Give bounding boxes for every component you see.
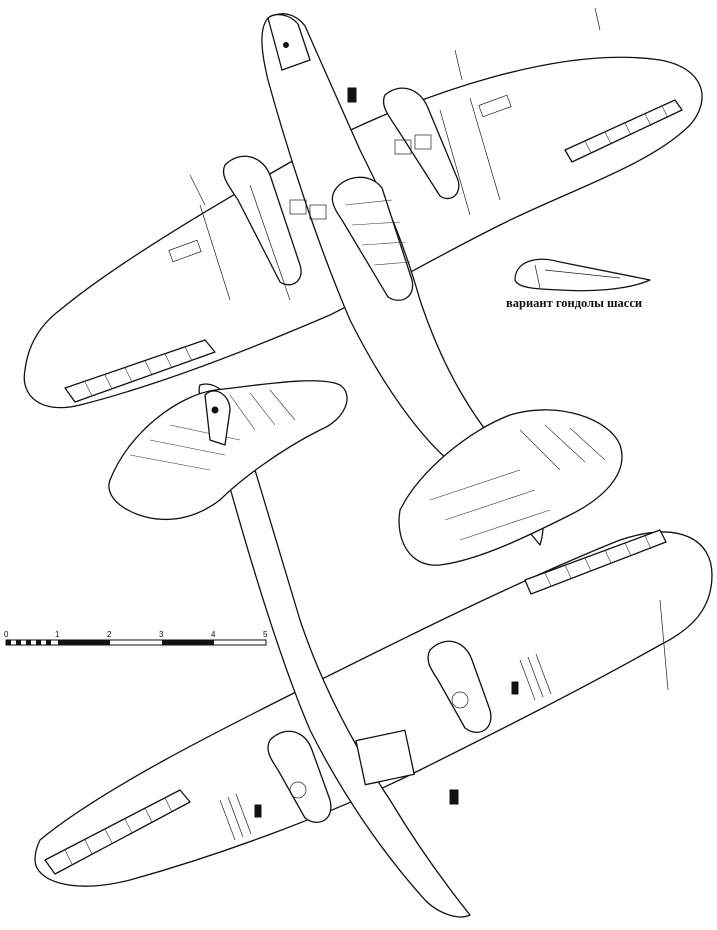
top-view-nacelle-right: [382, 87, 460, 200]
top-view-aircraft: [23, 13, 703, 546]
bottom-view-aircraft: [34, 383, 713, 918]
tailplane-right: [398, 409, 623, 566]
scale-bar: 0 1 2 3 4 5: [4, 630, 268, 646]
bottom-view-aileron-left: [44, 789, 191, 875]
bottom-view-nacelle-left: [267, 730, 332, 823]
tailplane-left: [108, 380, 348, 521]
top-view-canopy: [331, 176, 414, 301]
scale-tick-label: 1: [55, 630, 60, 639]
scale-tick-label: 2: [107, 630, 112, 639]
scale-tick-label: 3: [159, 630, 164, 639]
bottom-view-aileron-right: [524, 529, 667, 595]
top-view-aileron-right: [564, 99, 683, 163]
bottom-view-nacelle-right: [427, 640, 492, 733]
scale-tick-label: 0: [4, 630, 9, 639]
top-view-aileron-left: [64, 339, 216, 403]
scale-tick-label: 4: [211, 630, 216, 639]
nacelle-variant-caption: вариант гондолы шасси: [506, 296, 643, 310]
scale-tick-label: 5: [263, 630, 268, 639]
nacelle-variant-sketch: [514, 258, 651, 292]
bottom-view-fuselage: [198, 383, 471, 918]
